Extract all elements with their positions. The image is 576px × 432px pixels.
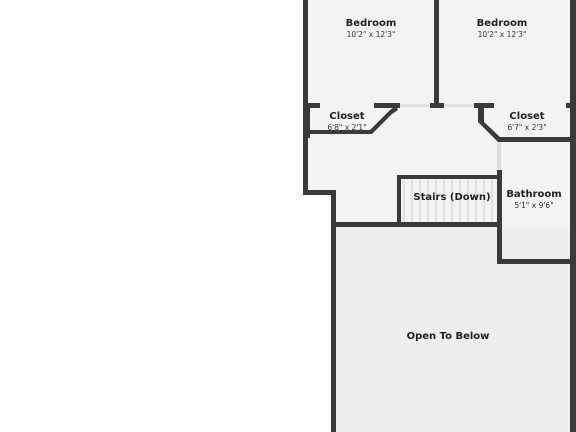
floor-fills [306, 0, 576, 432]
wall-closet-left-inner [306, 106, 310, 138]
wall-right-edge [570, 0, 576, 432]
open-to-below-floor [334, 225, 576, 432]
room-label-closet-left: Closet [329, 111, 364, 122]
wall-bedroom-left-bottom-b [374, 103, 400, 108]
stair-treads [403, 180, 493, 222]
wall-bedroom-left-bottom-a [306, 103, 320, 108]
room-label-bedroom-right: Bedroom [477, 18, 528, 29]
bathroom-door [497, 142, 501, 170]
wall-bedroom-mid-bottom [430, 103, 444, 108]
room-dims-closet-right: 6'7" x 2'3" [507, 123, 546, 132]
wall-closet-right-angled [478, 107, 576, 142]
room-label-bedroom-left: Bedroom [346, 18, 397, 29]
room-label-bathroom: Bathroom [506, 189, 561, 200]
hall-lower-area [332, 190, 500, 226]
wall-bedroom-right-bottom-a [474, 103, 494, 108]
wall-open-top [331, 222, 501, 227]
room-labels: Bedroom 10'2" x 12'3" Bedroom 10'2" x 12… [327, 18, 561, 342]
room-label-stairs: Stairs (Down) [413, 192, 490, 203]
wall-stairs-left [397, 175, 401, 225]
wall-bathroom-left [497, 170, 502, 264]
walls [303, 0, 576, 432]
room-dims-bedroom-right: 10'2" x 12'3" [478, 30, 527, 39]
room-label-open-to-below: Open To Below [407, 331, 490, 342]
wall-left-lower [331, 190, 336, 432]
wall-bedroom-divider [434, 0, 439, 107]
wall-closet-left-angled [306, 106, 398, 134]
room-dims-bedroom-left: 10'2" x 12'3" [347, 30, 396, 39]
wall-bathroom-bottom [497, 259, 576, 264]
door-bedroom-right [444, 104, 474, 107]
wall-left-upper [303, 0, 308, 195]
room-dims-bathroom: 5'1" x 9'6" [514, 201, 553, 210]
door-bedroom-left [400, 104, 430, 107]
room-dims-closet-left: 6'8" x 2'1" [327, 123, 366, 132]
wall-stairs-top [398, 175, 500, 179]
wall-left-jog [303, 190, 335, 195]
room-label-closet-right: Closet [509, 111, 544, 122]
